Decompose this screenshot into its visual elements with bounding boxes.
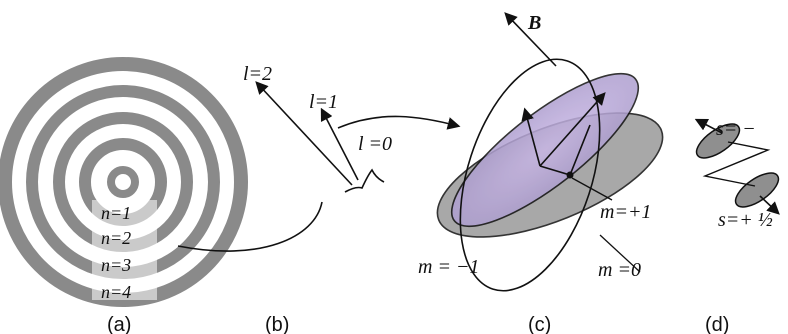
caption-b: (b) bbox=[265, 314, 289, 334]
panel-a-shells: n=1 n=2 n=3 n=4 bbox=[0, 57, 323, 307]
orbit-purple-upper bbox=[450, 72, 640, 228]
spin-arrow-down bbox=[759, 195, 780, 215]
label-l2: l=2 bbox=[243, 63, 272, 85]
label-s-minus: s= − bbox=[716, 118, 756, 140]
spin-disk-upper bbox=[695, 123, 741, 159]
caption-c: (c) bbox=[528, 314, 551, 334]
shell-core bbox=[107, 166, 139, 198]
arrow-l1 bbox=[320, 107, 359, 181]
label-l1: l=1 bbox=[309, 91, 338, 113]
caption-d: (d) bbox=[705, 314, 729, 334]
label-m-zero: m =0 bbox=[598, 259, 641, 281]
connector-arrow-b-c bbox=[337, 115, 461, 130]
spin-zigzag bbox=[702, 141, 771, 187]
caption-a: (a) bbox=[107, 314, 131, 334]
leader-m-plus1 bbox=[571, 177, 613, 201]
label-n2: n=2 bbox=[101, 228, 131, 248]
vector-origin bbox=[566, 171, 574, 179]
vector-mid bbox=[521, 107, 541, 167]
panel-c-m-orbits: B m=+1 m = −1 m =0 bbox=[418, 12, 664, 292]
label-m-plus1: m=+1 bbox=[600, 201, 651, 223]
label-n3: n=3 bbox=[101, 255, 131, 275]
label-n1: n=1 bbox=[101, 203, 131, 223]
spin-arrow-up bbox=[694, 118, 723, 134]
leader-m-zero bbox=[599, 234, 641, 273]
orbit-m-minus1 bbox=[459, 58, 601, 292]
label-l0: l =0 bbox=[358, 133, 392, 155]
connector-curve-a-b bbox=[177, 201, 323, 252]
panel-d-spin: s= − s=+ ½ bbox=[694, 118, 780, 231]
spin-disk-lower bbox=[734, 172, 780, 208]
label-s-plus: s=+ ½ bbox=[718, 209, 773, 231]
b-field-arrow bbox=[504, 12, 557, 67]
brace bbox=[344, 168, 385, 193]
label-m-minus1: m = −1 bbox=[418, 256, 479, 278]
panel-b-l-vectors: l=2 l=1 l =0 bbox=[243, 63, 461, 193]
vector-up bbox=[539, 92, 606, 167]
label-n4: n=4 bbox=[101, 282, 131, 302]
arrow-l2 bbox=[255, 81, 353, 186]
label-b-field: B bbox=[527, 12, 541, 34]
